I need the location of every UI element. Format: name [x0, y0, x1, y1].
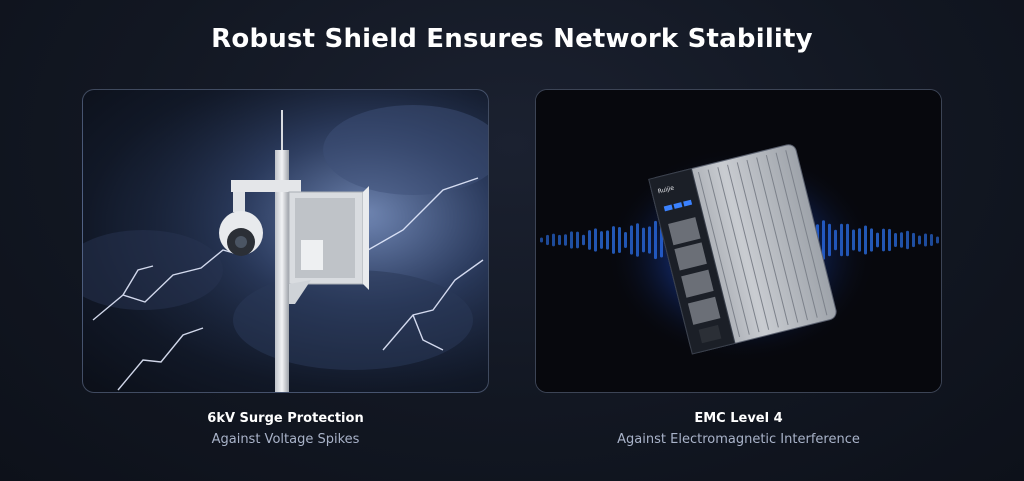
surge-protection-image [82, 89, 489, 393]
wave-bar [936, 236, 939, 244]
feature-subtitle: Against Electromagnetic Interference [617, 432, 860, 447]
wave-bar [894, 233, 897, 247]
wave-bar [564, 234, 567, 246]
surge-protection-caption: 6kV Surge Protection Against Voltage Spi… [82, 410, 489, 450]
wave-bar [588, 230, 591, 250]
feature-subtitle: Against Voltage Spikes [211, 432, 360, 447]
wave-bar [912, 232, 915, 248]
wave-bar [900, 232, 903, 248]
feature-title: 6kV Surge Protection [207, 411, 364, 426]
device-brand-label: Ruijie [657, 184, 675, 195]
wave-bar [576, 231, 579, 249]
wave-bar [552, 233, 555, 247]
emc-level-image: Ruijie [535, 89, 942, 393]
emc-level-caption: EMC Level 4 Against Electromagnetic Inte… [535, 410, 942, 450]
feature-title: EMC Level 4 [694, 411, 783, 426]
wave-bar [546, 234, 549, 246]
wave-bar [930, 233, 933, 247]
wave-bar [582, 234, 585, 246]
wave-bar [558, 234, 561, 246]
wave-bar [918, 235, 921, 245]
wave-bar [570, 231, 573, 249]
wave-bar [540, 237, 543, 243]
wave-bar [924, 233, 927, 247]
page-title: Robust Shield Ensures Network Stability [211, 24, 813, 54]
wave-bar [906, 230, 909, 250]
